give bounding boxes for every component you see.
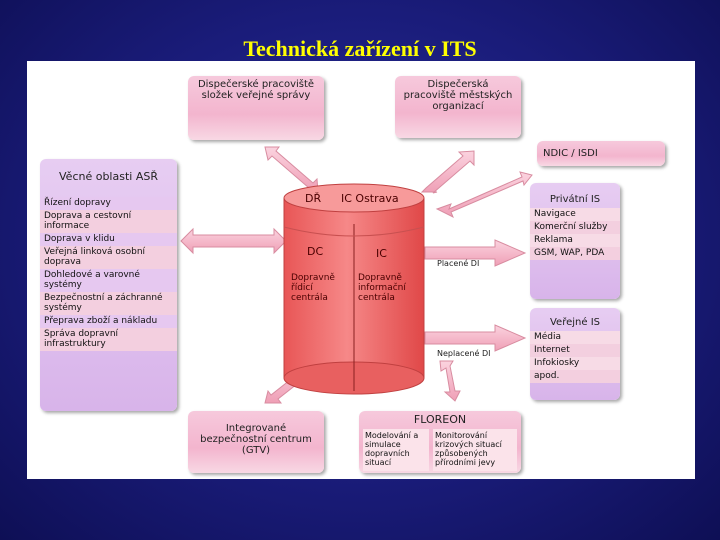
vecne-header: Věcné oblasti ASŘ	[59, 170, 158, 183]
box-privatni-is: Privátní IS Navigace Komerční služby Rek…	[530, 183, 620, 299]
label-neplacene: Neplacené DI	[437, 349, 491, 358]
diagram-canvas: Dispečerské pracoviště složek veřejné sp…	[27, 61, 695, 479]
cyl-ic-desc: Dopravně informační centrála	[358, 273, 406, 303]
arrow-left-double	[180, 227, 287, 255]
verejne-item: apod.	[530, 370, 620, 383]
verejne-item: Infokiosky	[530, 357, 620, 370]
box-dispecerske-mestske: Dispečerská pracoviště městských organiz…	[395, 76, 521, 138]
slide-title: Technická zařízení v ITS	[243, 36, 477, 61]
box-ndic-text: NDIC / ISDI	[543, 148, 598, 159]
verejne-header: Veřejné IS	[549, 317, 600, 328]
box-integrovane: Integrované bezpečnostní centrum (GTV)	[188, 411, 324, 473]
box-vecne-oblasti: Věcné oblasti ASŘ Řízení dopravy Doprava…	[40, 159, 177, 411]
floreon-right-panel: Monitorování krizových situací způsobený…	[433, 429, 517, 471]
box-floreon: FLOREON Modelování a simulace dopravních…	[359, 411, 521, 473]
label-placene: Placené DI	[437, 259, 480, 268]
privatni-header: Privátní IS	[549, 194, 601, 205]
arrow-ndic	[435, 171, 533, 219]
arrows-layer	[180, 146, 533, 404]
vecne-item: Přeprava zboží a nákladu	[40, 315, 177, 328]
vecne-item: Veřejná linková osobní doprava	[40, 246, 177, 269]
privatni-item: Reklama	[530, 234, 620, 247]
box-dispecerske-verejne-text: Dispečerské pracoviště složek veřejné sp…	[197, 79, 315, 101]
arrow-top-left	[264, 146, 319, 193]
box-dispecerske-mestske-text: Dispečerská pracoviště městských organiz…	[403, 79, 513, 112]
arrow-bottom-right	[439, 360, 461, 402]
floreon-left-text: Modelování a simulace dopravních situací	[365, 431, 419, 467]
cyl-dc-desc: Dopravně řídicí centrála	[291, 273, 335, 303]
arrow-placene	[424, 239, 527, 267]
vecne-item: Doprava v klidu	[40, 233, 177, 246]
verejne-item: Internet	[530, 344, 620, 357]
vecne-item: Bezpečnostní a záchranné systémy	[40, 292, 177, 315]
cyl-ic-ostrava: IC Ostrava	[341, 192, 399, 205]
box-verejne-is: Veřejné IS Média Internet Infokiosky apo…	[530, 308, 620, 400]
privatni-item: Komerční služby	[530, 221, 620, 234]
vecne-item: Dohledové a varovné systémy	[40, 269, 177, 292]
vecne-item: Správa dopravní infrastruktury	[40, 328, 177, 351]
floreon-left-panel: Modelování a simulace dopravních situací	[363, 429, 429, 471]
vecne-item: Řízení dopravy	[40, 197, 177, 210]
box-ndic: NDIC / ISDI	[537, 141, 665, 166]
cyl-dc: DC	[307, 245, 324, 258]
floreon-header: FLOREON	[413, 413, 467, 426]
cyl-dr: DŘ	[305, 192, 322, 205]
vecne-item: Doprava a cestovní informace	[40, 210, 177, 233]
cyl-ic: IC	[376, 247, 387, 260]
box-dispecerske-verejne: Dispečerské pracoviště složek veřejné sp…	[188, 76, 324, 140]
floreon-right-text: Monitorování krizových situací způsobený…	[435, 431, 502, 467]
verejne-item: Média	[530, 331, 620, 344]
arrow-neplacene	[424, 324, 527, 352]
privatni-item: Navigace	[530, 208, 620, 221]
arrow-top-right	[420, 150, 475, 194]
privatni-item: GSM, WAP, PDA	[530, 247, 620, 260]
box-integrovane-text: Integrované bezpečnostní centrum (GTV)	[200, 423, 312, 456]
database-cylinder	[283, 183, 425, 395]
